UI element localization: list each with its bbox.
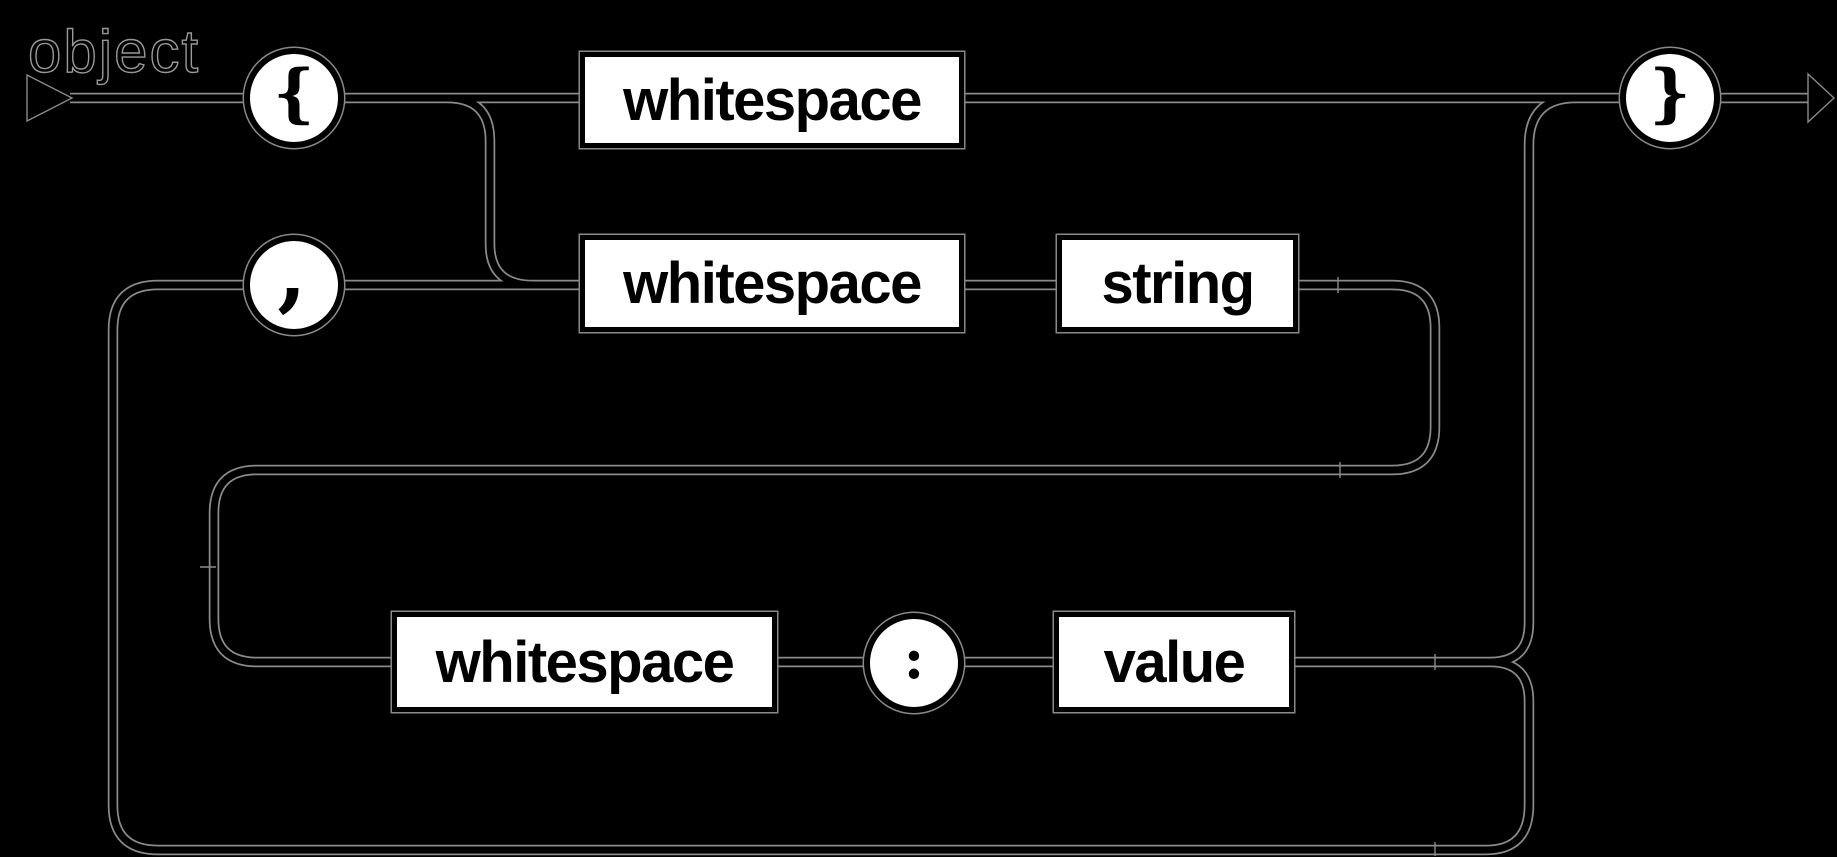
terminal-comma: , — [244, 230, 344, 335]
comma-glyph: , — [277, 222, 307, 321]
start-arrow-icon — [26, 73, 74, 123]
close-brace-glyph: } — [1649, 56, 1691, 131]
whitespace-top-label: whitespace — [623, 67, 922, 133]
whitespace-bottom-label: whitespace — [435, 629, 735, 695]
nonterminal-value: value — [1054, 612, 1294, 712]
terminal-colon: : — [864, 613, 964, 713]
open-brace-glyph: { — [273, 56, 315, 131]
rule-label: object — [28, 18, 200, 85]
string-label: string — [1101, 251, 1255, 316]
end-arrow-icon — [1807, 72, 1836, 124]
terminal-open-brace: { — [244, 48, 344, 148]
nonterminal-whitespace-mid: whitespace — [580, 235, 964, 332]
whitespace-mid-label: whitespace — [623, 251, 922, 316]
nonterminal-whitespace-bottom: whitespace — [392, 612, 777, 712]
seam-ticks — [200, 277, 1436, 856]
value-label: value — [1103, 629, 1246, 695]
colon-glyph: : — [903, 626, 925, 692]
nonterminal-string: string — [1057, 235, 1298, 332]
terminal-close-brace: } — [1620, 48, 1720, 148]
rail-path-halo — [70, 92, 1808, 856]
nonterminal-whitespace-top: whitespace — [580, 52, 964, 148]
